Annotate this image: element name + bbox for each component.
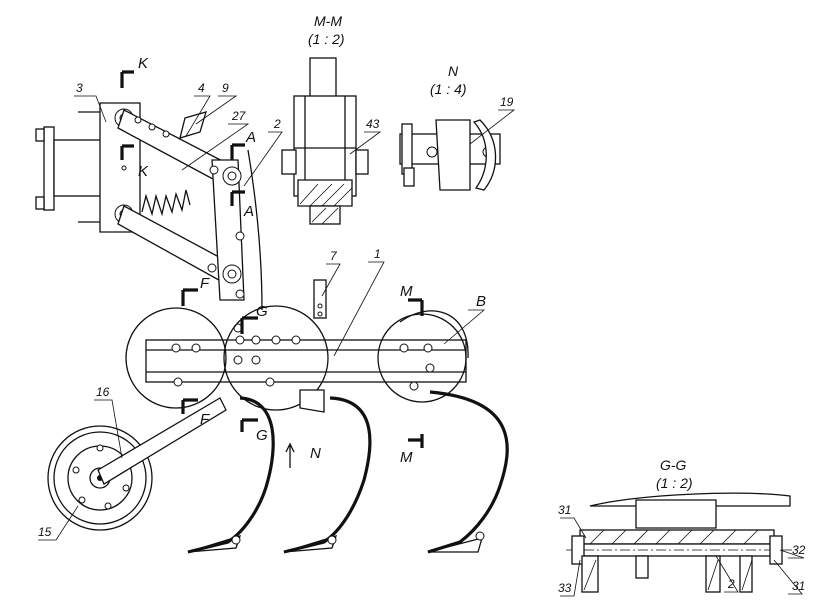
mm-view-scale: (1 : 2) (308, 31, 345, 47)
callout-1: 1 (374, 247, 381, 261)
view-n (399, 119, 501, 191)
section-f-bottom: F (200, 411, 210, 428)
section-a-top: A (245, 129, 256, 146)
section-f-top: F (200, 275, 210, 292)
gg-callout-33: 33 (558, 581, 572, 595)
gg-callout-32: 32 (792, 543, 806, 557)
callout-3: 3 (76, 81, 83, 95)
gg-callout-2: 2 (727, 577, 735, 591)
view-n-arrow-label: N (310, 445, 321, 462)
spring-tines (187, 390, 509, 554)
callout-15: 15 (38, 525, 52, 539)
section-markers (120, 70, 424, 468)
view-g-g (566, 492, 800, 593)
mm-view-title: M-M (314, 13, 342, 29)
callout-9: 9 (222, 81, 229, 95)
n-view-scale: (1 : 4) (430, 81, 467, 97)
gg-view-title: G-G (660, 457, 687, 473)
leader-lines (38, 95, 805, 597)
parallel-linkage (117, 109, 263, 333)
callout-27: 27 (231, 109, 247, 123)
gauge-wheel (47, 397, 227, 531)
callout-7: 7 (330, 249, 338, 263)
section-m-bottom: M (400, 449, 413, 466)
view-titles: M-M (1 : 2) N (1 : 4) G-G (1 : 2) (308, 13, 693, 491)
view-m-m (281, 57, 369, 225)
gg-view-scale: (1 : 2) (656, 475, 693, 491)
section-g-top: G (256, 303, 268, 320)
section-g-bottom: G (256, 427, 268, 444)
callout-43: 43 (366, 117, 380, 131)
main-frame-beam (125, 279, 469, 413)
section-letters: K K A A F F G G M M B N (138, 55, 486, 466)
section-k-bottom: K (138, 163, 149, 180)
callout-16: 16 (96, 385, 110, 399)
view-b-label: B (476, 293, 486, 310)
part-callouts: 1 2 3 4 7 9 15 16 19 27 43 2 31 31 32 33 (38, 81, 806, 595)
callout-4: 4 (198, 81, 205, 95)
section-k-top: K (138, 55, 149, 72)
callout-2: 2 (273, 117, 281, 131)
section-a-bottom: A (243, 203, 254, 220)
callout-19: 19 (500, 95, 514, 109)
gg-callout-31-top: 31 (558, 503, 571, 517)
gg-callout-31-bottom: 31 (792, 579, 805, 593)
n-view-title: N (448, 63, 459, 79)
section-m-top: M (400, 283, 413, 300)
